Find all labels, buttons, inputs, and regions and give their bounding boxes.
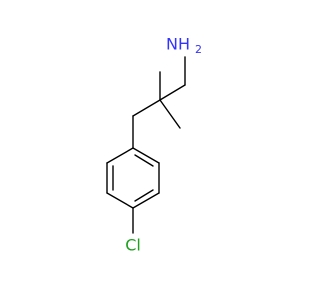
ring-bond-6 — [106, 147, 134, 164]
molecule-diagram: NH 2 Cl — [0, 0, 300, 300]
bond-lines — [106, 56, 186, 234]
amine-label: NH — [166, 35, 190, 54]
ring-bond-1 — [132, 147, 160, 164]
amine-label-group: NH 2 — [166, 35, 202, 57]
amine-subscript: 2 — [195, 43, 202, 56]
canvas-background — [0, 0, 300, 300]
ring-bond-3 — [132, 192, 160, 209]
chlorine-label: Cl — [125, 236, 141, 255]
ring-double-2 — [134, 189, 154, 202]
ring-double-1 — [134, 154, 154, 167]
ring-bond-4 — [106, 192, 134, 209]
bond-cq-methyl-right — [159, 99, 181, 129]
bond-cq-ch2 — [132, 99, 161, 117]
bond-ch2-cq — [159, 84, 186, 101]
